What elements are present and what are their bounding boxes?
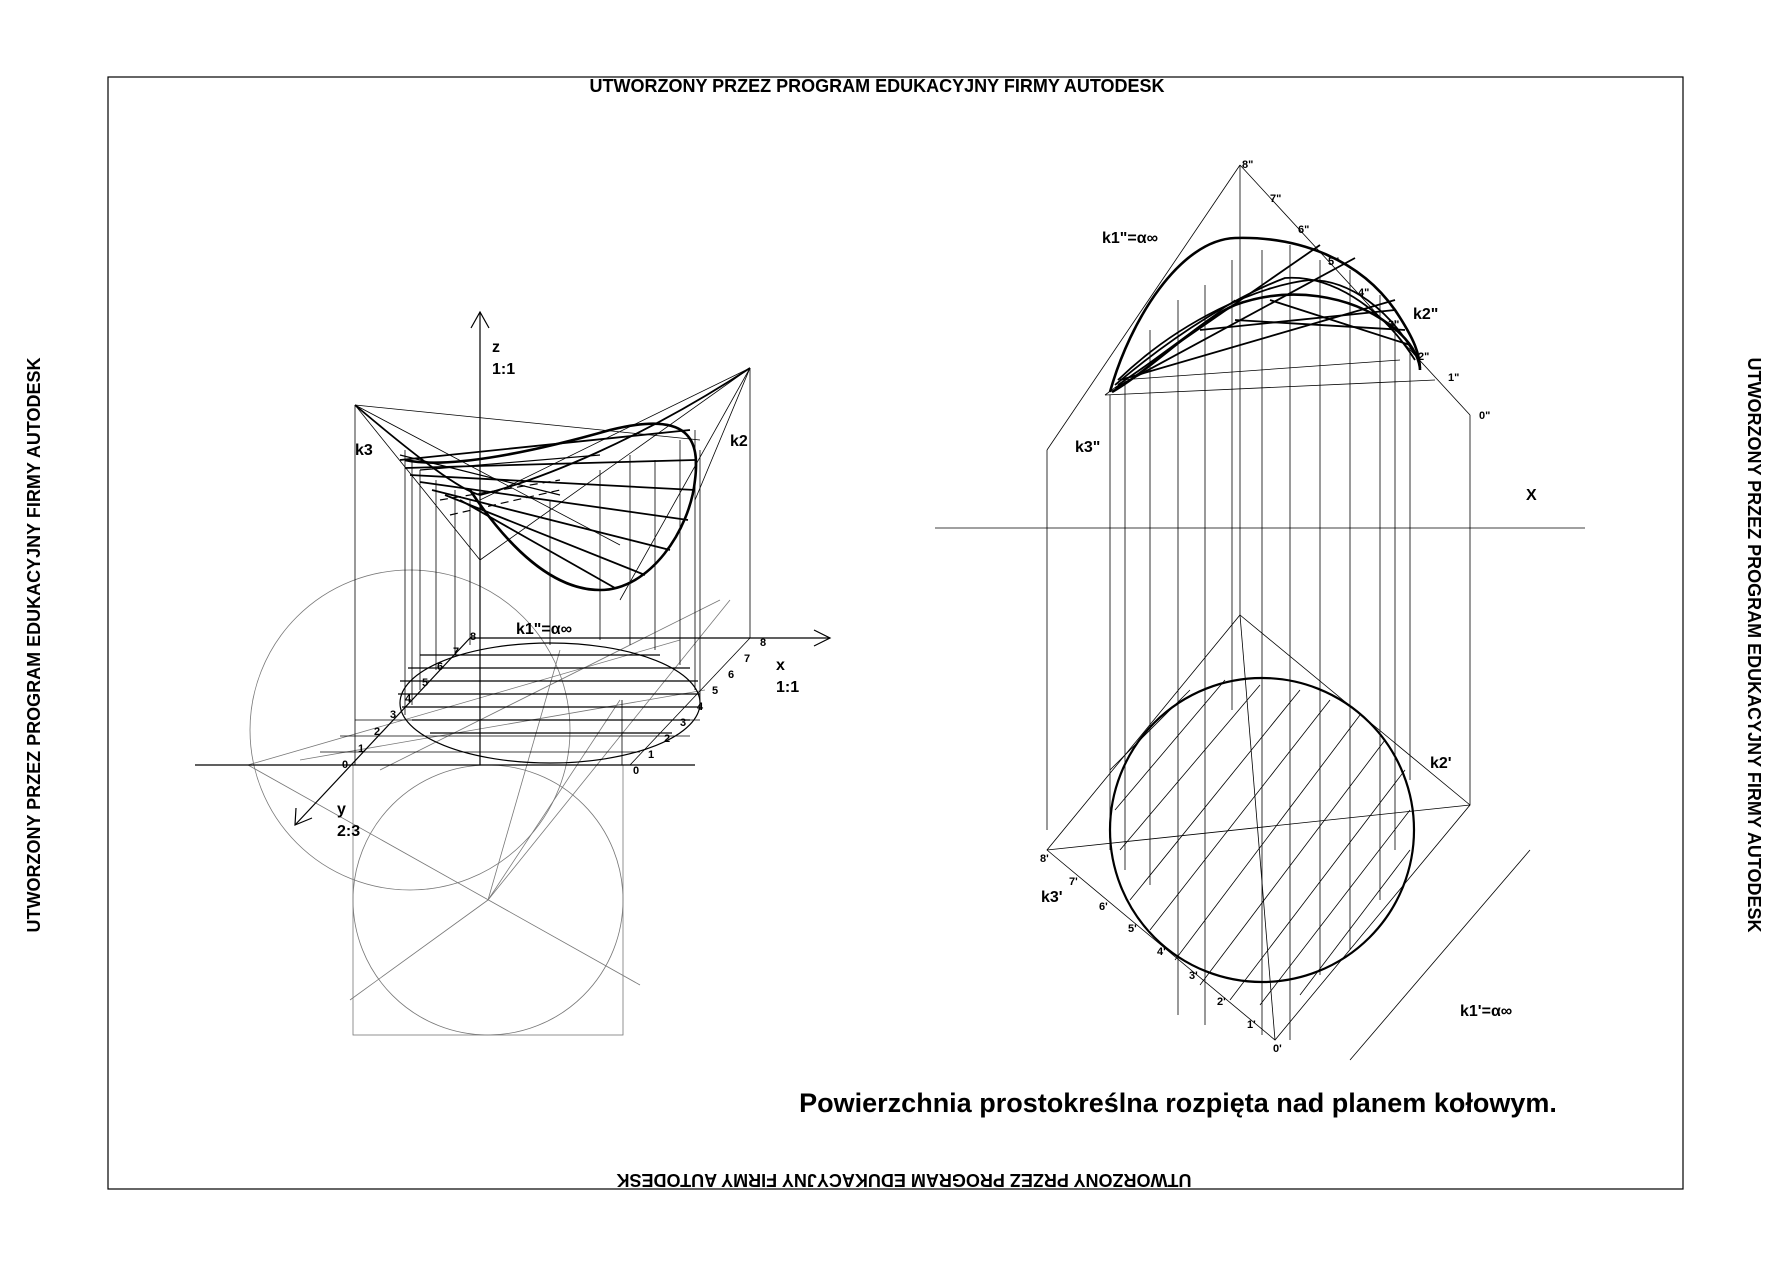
x-axis-ticks: 0 1 2 3 4 5 6 7 8 — [633, 637, 766, 777]
axis-x-label: x — [776, 657, 785, 674]
svg-text:0: 0 — [342, 759, 348, 771]
svg-text:4": 4" — [1358, 287, 1369, 299]
svg-text:5: 5 — [712, 685, 718, 697]
svg-text:0": 0" — [1479, 410, 1490, 422]
svg-text:8: 8 — [760, 637, 766, 649]
axis-y-scale: 2:3 — [337, 823, 360, 840]
front-view-frame — [1046, 164, 1471, 830]
svg-text:2: 2 — [374, 726, 380, 738]
svg-text:7': 7' — [1069, 876, 1078, 888]
svg-text:0: 0 — [633, 765, 639, 777]
projection-axis-label: X — [1526, 487, 1537, 504]
svg-text:6: 6 — [728, 669, 734, 681]
svg-text:8': 8' — [1040, 853, 1049, 865]
front-rulings — [1114, 244, 1416, 389]
monge-view: X — [935, 159, 1585, 1061]
axes — [195, 310, 832, 826]
svg-text:0': 0' — [1273, 1043, 1282, 1055]
axis-z-label: z — [492, 339, 500, 356]
monge-projectors — [1109, 245, 1411, 1040]
y-axis-ticks: 0 1 2 3 4 5 6 7 8 — [342, 631, 476, 771]
svg-text:8: 8 — [470, 631, 476, 643]
top-k1-label: k1'=α∞ — [1460, 1003, 1512, 1020]
svg-text:1: 1 — [648, 749, 654, 761]
svg-text:5: 5 — [422, 677, 428, 689]
top-ticks: 0' 1' 2' 3' 4' 5' 6' 7' 8' — [1040, 853, 1282, 1055]
axis-y-label: y — [337, 801, 346, 818]
sheet-frame — [107, 76, 1684, 1190]
svg-text:6": 6" — [1298, 224, 1309, 236]
plan-ellipse — [399, 642, 701, 764]
svg-text:4': 4' — [1157, 946, 1166, 958]
curve-k3-label: k3 — [355, 442, 373, 459]
vertical-projectors — [354, 368, 751, 765]
curve-k2-label: k2 — [730, 433, 748, 450]
svg-text:2': 2' — [1217, 996, 1226, 1008]
curve-k1-label: k1"=α∞ — [516, 621, 572, 638]
svg-text:1": 1" — [1448, 372, 1459, 384]
front-k3-label: k3" — [1075, 439, 1100, 456]
svg-text:3': 3' — [1189, 970, 1198, 982]
watermark-top: UTWORZONY PRZEZ PROGRAM EDUKACYJNY FIRMY… — [589, 76, 1164, 96]
svg-text:7": 7" — [1270, 193, 1281, 205]
svg-text:2": 2" — [1418, 351, 1429, 363]
svg-text:4: 4 — [405, 693, 412, 705]
svg-text:3: 3 — [390, 709, 396, 721]
top-k2-label: k2' — [1430, 755, 1452, 772]
svg-text:5": 5" — [1328, 256, 1339, 268]
svg-text:6: 6 — [437, 661, 443, 673]
axonometric-view: z 1:1 x 1:1 y 2:3 k3 k2 k1"=α∞ 0 1 2 3 4… — [195, 310, 832, 1036]
front-curve-k1 — [1108, 236, 1422, 393]
plan-hatch — [320, 637, 751, 766]
svg-text:8": 8" — [1242, 159, 1253, 171]
svg-text:1: 1 — [358, 743, 364, 755]
watermark-bottom: UTWORZONY PRZEZ PROGRAM EDUKACYJNY FIRMY… — [616, 1170, 1191, 1190]
front-ticks: 0" 1" 2" 3" 4" 5" 6" 7" 8" — [1242, 159, 1490, 422]
front-k2-label: k2" — [1413, 306, 1438, 323]
top-view-circle — [1108, 676, 1416, 984]
watermark-right: UTWORZONY PRZEZ PROGRAM EDUKACYJNY FIRMY… — [1744, 357, 1764, 932]
svg-text:2: 2 — [664, 733, 670, 745]
curve-k2 — [404, 422, 698, 592]
svg-text:4: 4 — [697, 701, 704, 713]
axis-x-scale: 1:1 — [776, 679, 799, 696]
construction-circles — [247, 569, 731, 1036]
top-view-hatch — [1046, 614, 1531, 1061]
surface-rulings — [399, 429, 696, 589]
svg-text:7: 7 — [453, 646, 459, 658]
svg-text:1': 1' — [1247, 1019, 1256, 1031]
svg-text:6': 6' — [1099, 901, 1108, 913]
front-k1-label: k1"=α∞ — [1102, 230, 1158, 247]
watermark-left: UTWORZONY PRZEZ PROGRAM EDUKACYJNY FIRMY… — [24, 357, 44, 932]
drawing-title: Powierzchnia prostokreślna rozpięta nad … — [799, 1088, 1557, 1118]
svg-text:7: 7 — [744, 653, 750, 665]
svg-text:3: 3 — [680, 717, 686, 729]
surface-frame — [354, 367, 751, 601]
top-k3-label: k3' — [1041, 889, 1063, 906]
svg-text:5': 5' — [1128, 923, 1137, 935]
axis-z-scale: 1:1 — [492, 361, 515, 378]
svg-text:3": 3" — [1388, 319, 1399, 331]
